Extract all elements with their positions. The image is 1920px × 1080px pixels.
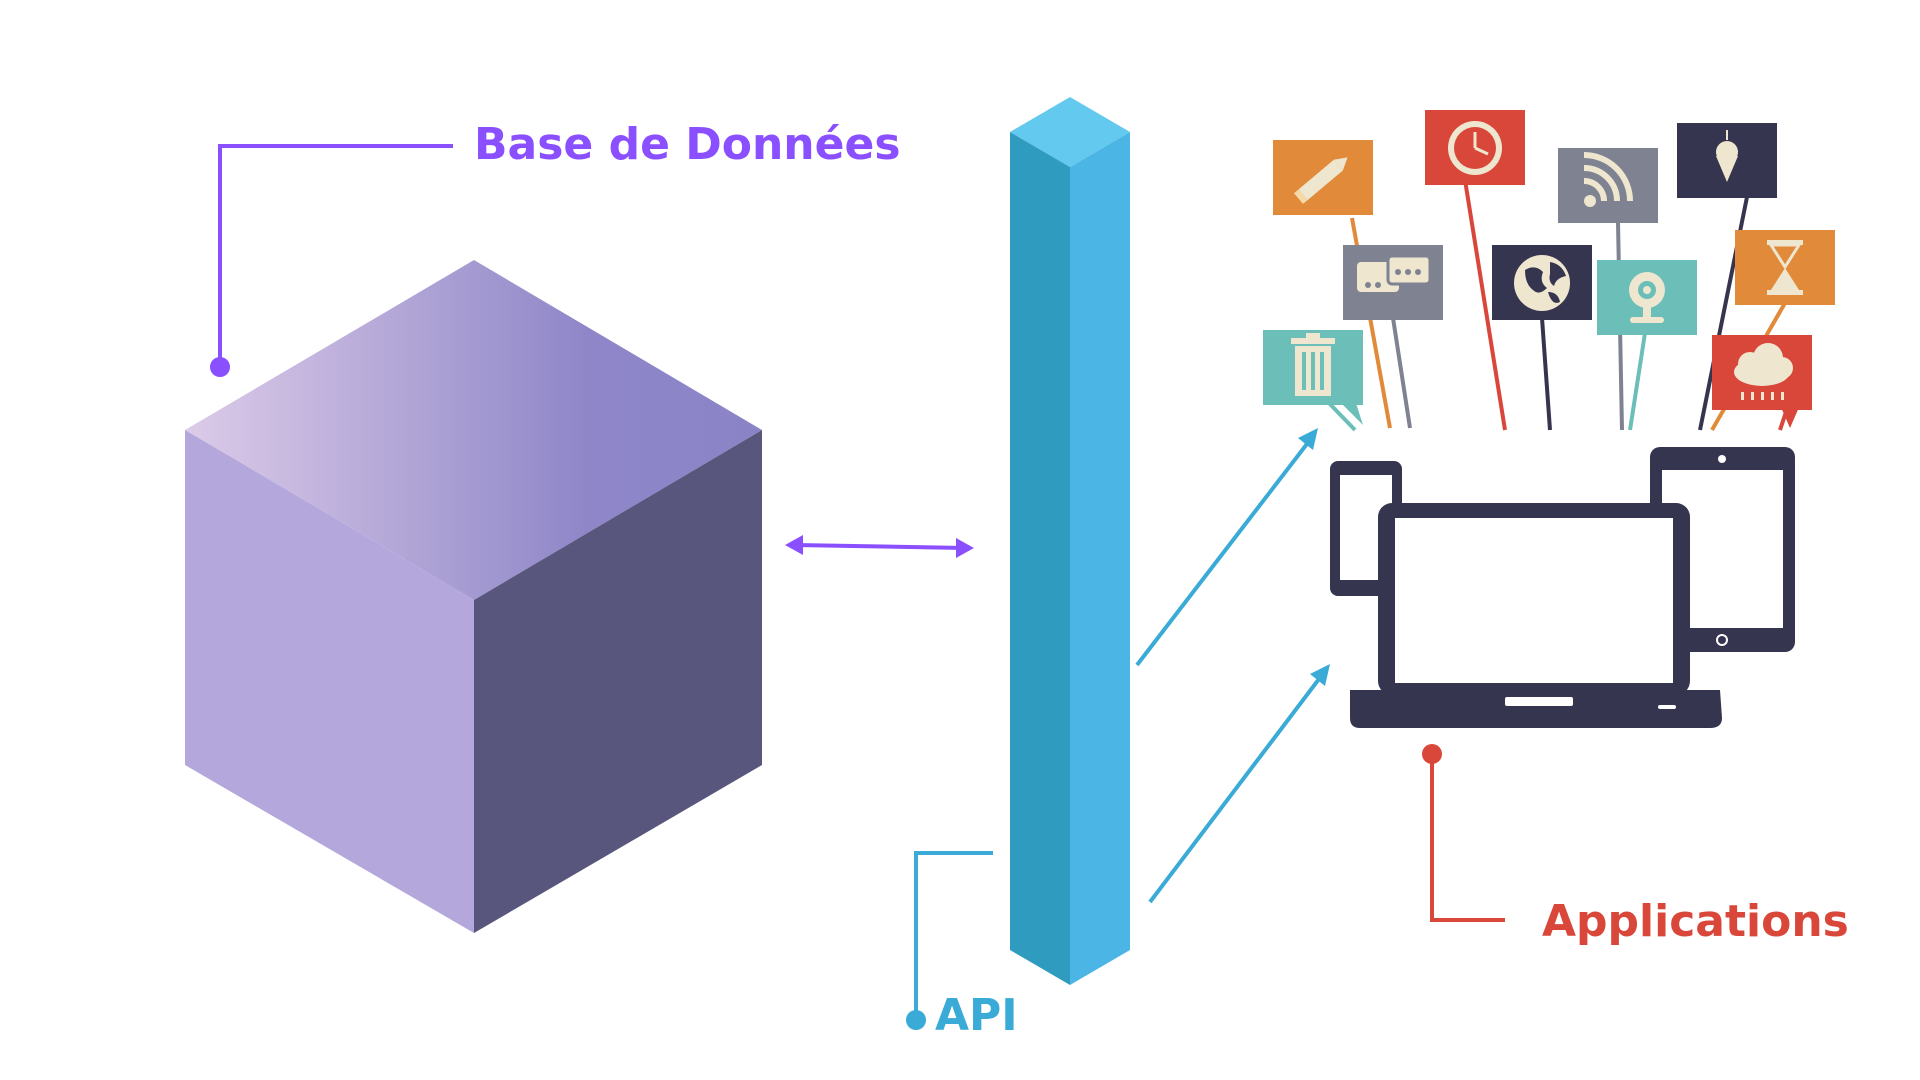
pillar-side-face bbox=[1070, 132, 1130, 985]
devices bbox=[1330, 447, 1795, 728]
chat-icon bbox=[1343, 245, 1443, 320]
api-label: API bbox=[935, 990, 1018, 1041]
cube-top-face bbox=[185, 260, 762, 600]
database-callout bbox=[210, 144, 453, 377]
database-api-arrow bbox=[785, 535, 974, 558]
applications-label: Applications bbox=[1542, 896, 1849, 947]
api-callout-dot bbox=[906, 1010, 926, 1030]
cube-right-face bbox=[474, 430, 762, 933]
pillar-front-face bbox=[1010, 132, 1070, 985]
api-pillar bbox=[1010, 97, 1130, 985]
database-cube bbox=[185, 260, 762, 933]
database-callout-dot bbox=[210, 357, 230, 377]
globe-icon bbox=[1492, 245, 1592, 320]
pencil-icon bbox=[1273, 140, 1373, 215]
api-callout bbox=[906, 851, 993, 1030]
hourglass-icon bbox=[1735, 230, 1835, 305]
trash-icon bbox=[1263, 330, 1363, 425]
cloud-rain-icon bbox=[1712, 335, 1812, 428]
laptop bbox=[1350, 503, 1722, 728]
ice-cream-icon bbox=[1677, 123, 1777, 198]
webcam-icon bbox=[1597, 260, 1697, 335]
cube-left-face bbox=[185, 430, 474, 933]
app-icons bbox=[1263, 110, 1835, 432]
api-apps-arrows bbox=[1135, 428, 1330, 904]
clock-icon bbox=[1425, 110, 1525, 185]
applications-callout bbox=[1422, 744, 1505, 922]
database-label: Base de Données bbox=[474, 119, 901, 170]
applications-callout-dot bbox=[1422, 744, 1442, 764]
rss-icon bbox=[1558, 148, 1658, 223]
